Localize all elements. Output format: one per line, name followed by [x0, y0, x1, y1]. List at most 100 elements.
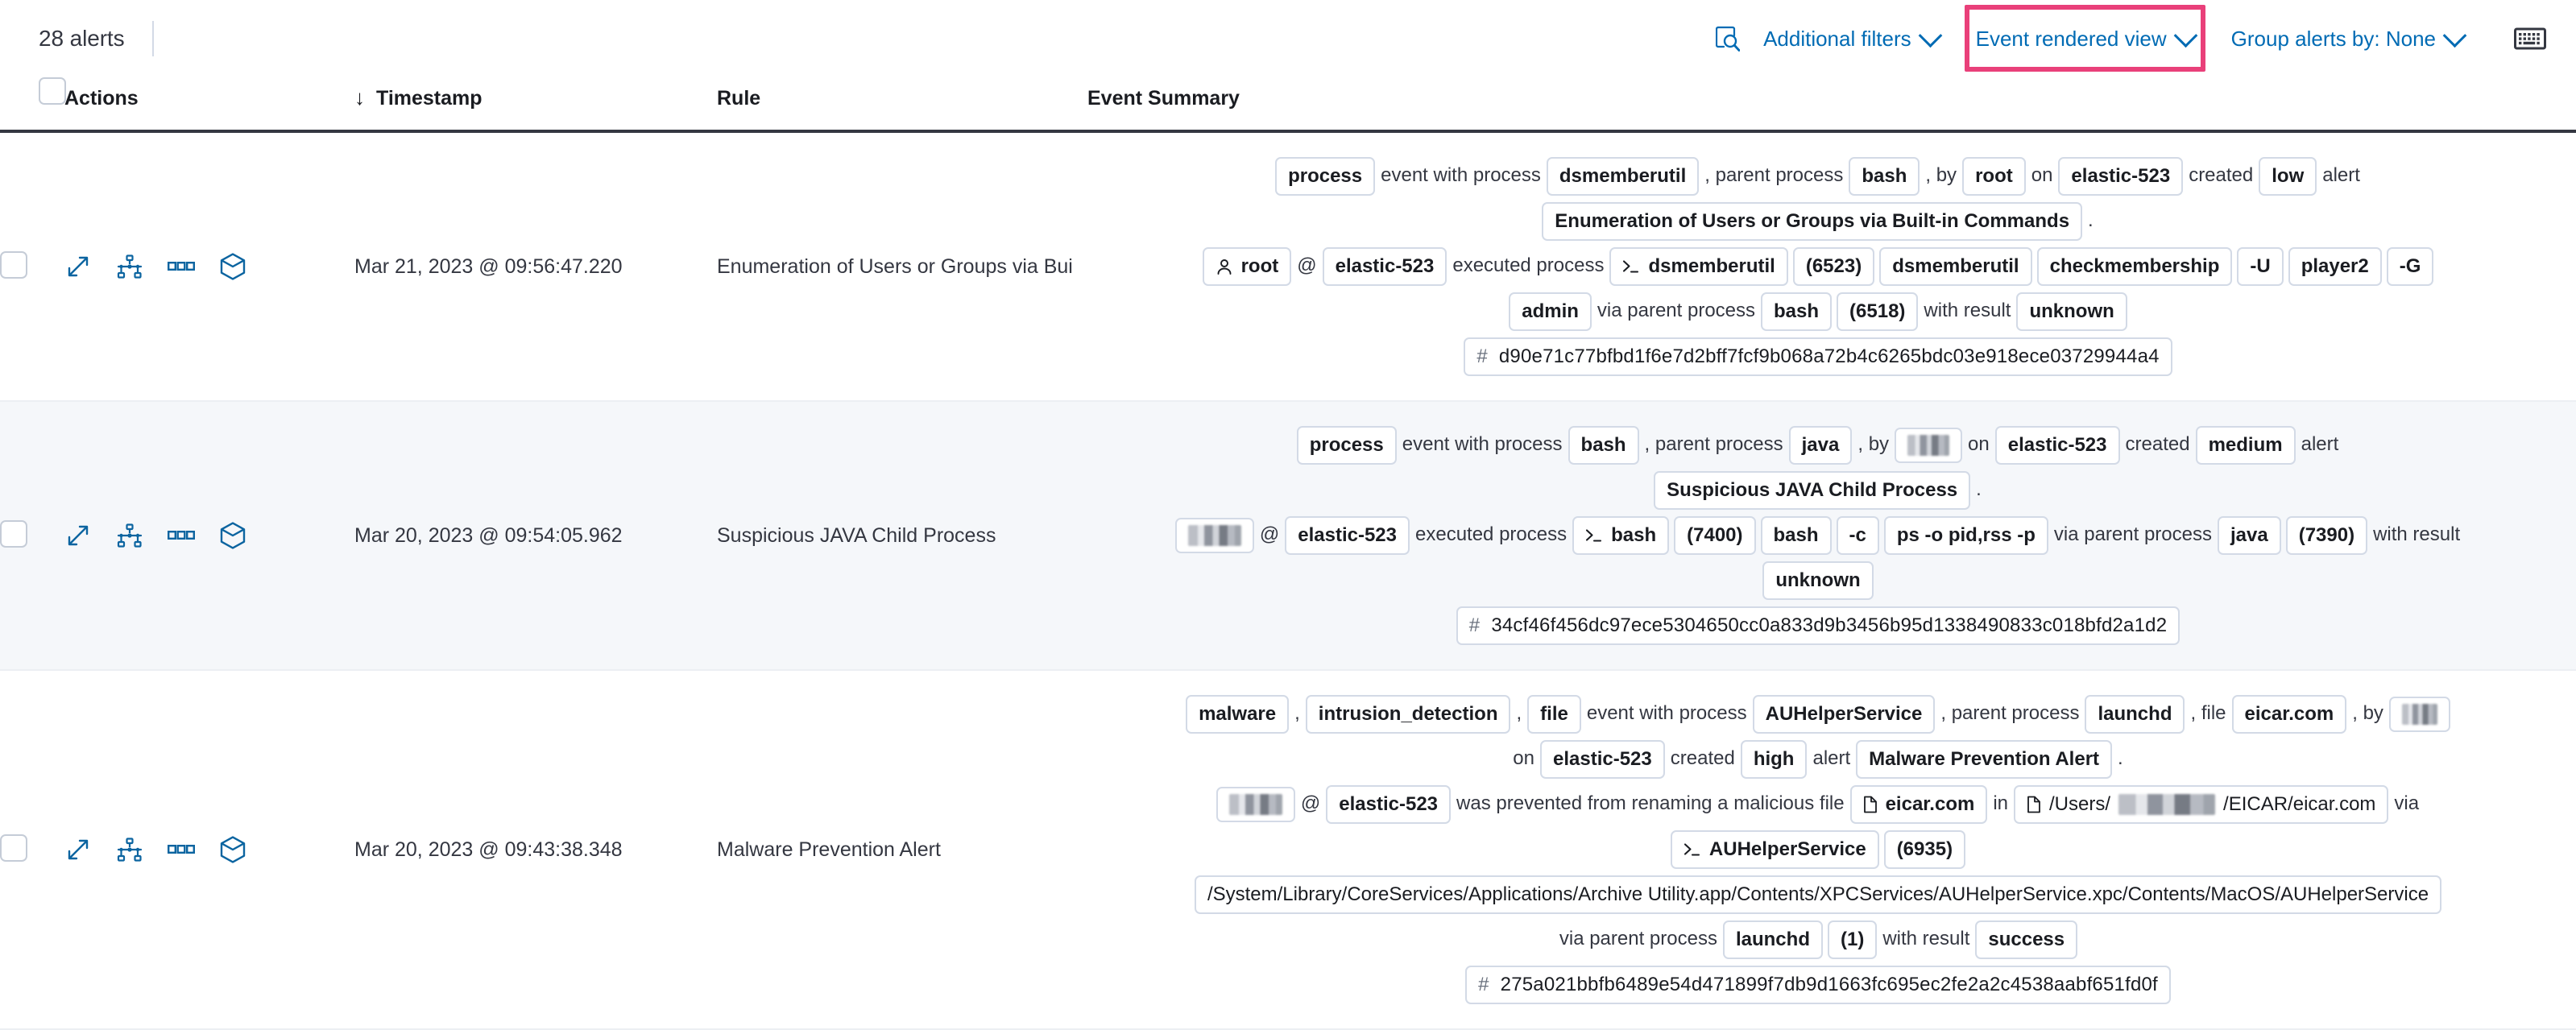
session-view-icon[interactable]	[219, 836, 246, 863]
event-summary-chip-redacted[interactable]	[1895, 428, 1963, 463]
event-summary-chip[interactable]: success	[1975, 920, 2078, 959]
analyzer-icon[interactable]	[116, 522, 143, 549]
event-summary-chip[interactable]: AUHelperService	[1752, 695, 1936, 734]
event-summary-chip[interactable]: process	[1275, 157, 1376, 196]
event-summary-text: , parent process	[1704, 164, 1844, 187]
event-summary-chip[interactable]: (7390)	[2285, 516, 2368, 555]
event-summary-chip[interactable]: dsmemberutil	[1879, 247, 2032, 286]
event-summary-chip[interactable]: Malware Prevention Alert	[1856, 740, 2113, 779]
event-summary-chip[interactable]: java	[2217, 516, 2281, 555]
event-summary-chip[interactable]: file	[1527, 695, 1581, 734]
analyzer-icon[interactable]	[116, 253, 143, 280]
chevron-down-icon	[2173, 23, 2197, 48]
event-summary-chip[interactable]: elastic-523	[1539, 740, 1665, 779]
rule-cell: Suspicious JAVA Child Process	[717, 401, 1087, 671]
event-summary-text: , by	[2352, 702, 2383, 725]
event-summary-chip[interactable]: -G	[2386, 247, 2434, 286]
expand-icon[interactable]	[64, 253, 92, 280]
event-summary-chip[interactable]: checkmembership	[2036, 247, 2233, 286]
session-view-icon[interactable]	[219, 522, 246, 549]
event-summary-chip[interactable]: bash	[1760, 516, 1832, 555]
event-summary-chip[interactable]: -c	[1836, 516, 1879, 555]
event-summary-chip[interactable]: elastic-523	[1994, 426, 2120, 465]
event-summary-chip[interactable]: unknown	[1762, 561, 1874, 600]
additional-filters-button[interactable]: Additional filters	[1763, 19, 1942, 60]
event-summary-text: on	[2031, 164, 2053, 187]
event-summary-chip[interactable]: elastic-523	[1322, 247, 1447, 286]
keyboard-icon[interactable]	[2512, 20, 2549, 57]
event-summary-chip[interactable]: AUHelperService	[1670, 830, 1879, 869]
event-summary-chip[interactable]: launchd	[2085, 695, 2185, 734]
expand-icon[interactable]	[64, 522, 92, 549]
rule-name[interactable]: Suspicious JAVA Child Process	[717, 523, 996, 547]
event-summary-chip[interactable]: (1)	[1827, 920, 1878, 959]
event-summary-chip[interactable]: java	[1788, 426, 1853, 465]
event-summary-chip[interactable]: bash	[1568, 426, 1639, 465]
event-summary-chip[interactable]: Enumeration of Users or Groups via Built…	[1542, 202, 2083, 241]
event-summary-chip-redacted[interactable]	[1216, 787, 1295, 822]
event-summary-hash-chip[interactable]: #d90e71c77bfbd1f6e7d2bff7fcf9b068a72b4c6…	[1464, 337, 2172, 376]
event-summary-chip[interactable]: bash	[1849, 157, 1920, 196]
event-summary-chip-redacted[interactable]	[1174, 518, 1254, 553]
row-select-checkbox[interactable]	[0, 834, 27, 862]
event-summary-chip[interactable]: (6523)	[1792, 247, 1875, 286]
event-summary-chip[interactable]: root	[1962, 157, 2026, 196]
select-all-checkbox[interactable]	[39, 77, 66, 105]
event-summary-chip[interactable]: eicar.com	[1849, 785, 1988, 824]
event-summary-chip[interactable]: dsmemberutil	[1609, 247, 1788, 286]
event-summary-hash-chip[interactable]: #275a021bbfb6489e54d471899f7db9d1663fc69…	[1465, 966, 2171, 1004]
more-actions-icon[interactable]	[168, 253, 195, 280]
event-rendered-view-button[interactable]: Event rendered view	[1976, 19, 2197, 60]
row-select-checkbox[interactable]	[0, 250, 27, 279]
event-summary-chip[interactable]: Suspicious JAVA Child Process	[1654, 471, 1971, 510]
event-summary-chip[interactable]: launchd	[1722, 920, 1823, 959]
event-summary-chip[interactable]: (6935)	[1883, 830, 1966, 869]
event-summary-chip[interactable]: process	[1296, 426, 1397, 465]
inspect-search-icon[interactable]	[1710, 21, 1746, 56]
event-summary-path-chip[interactable]: /Users//EICAR/eicar.com	[2014, 785, 2389, 824]
rule-name[interactable]: Enumeration of Users or Groups via Bui	[717, 254, 1073, 278]
expand-icon[interactable]	[64, 836, 92, 863]
event-summary-chip[interactable]: ps -o pid,rss -p	[1883, 516, 2048, 555]
event-summary-chip[interactable]: intrusion_detection	[1305, 695, 1511, 734]
event-summary-chip[interactable]: medium	[2195, 426, 2296, 465]
rule-name[interactable]: Malware Prevention Alert	[717, 838, 941, 861]
event-summary-chip[interactable]: malware	[1186, 695, 1290, 734]
group-alerts-by-button[interactable]: Group alerts by: None	[2231, 19, 2467, 60]
event-summary-chip[interactable]: root	[1202, 247, 1292, 286]
event-summary-chip[interactable]: unknown	[2016, 292, 2127, 331]
event-summary-chip[interactable]: player2	[2288, 247, 2382, 286]
event-summary-chip[interactable]: bash	[1761, 292, 1833, 331]
session-view-icon[interactable]	[219, 253, 246, 280]
row-select-checkbox[interactable]	[0, 519, 27, 548]
event-summary-chip[interactable]: /System/Library/CoreServices/Application…	[1194, 875, 2442, 914]
more-actions-icon[interactable]	[168, 836, 195, 863]
event-summary-chip[interactable]: eicar.com	[2231, 695, 2347, 734]
event-summary-chip[interactable]: elastic-523	[1285, 516, 1410, 555]
event-summary-chip[interactable]: -U	[2237, 247, 2284, 286]
select-all-header	[0, 77, 66, 130]
event-summary-chip[interactable]: admin	[1509, 292, 1592, 331]
event-summary-chip-redacted[interactable]	[2388, 697, 2450, 732]
analyzer-icon[interactable]	[116, 836, 143, 863]
event-summary-chip[interactable]: (6518)	[1837, 292, 1919, 331]
event-summary-chip[interactable]: low	[2259, 157, 2317, 196]
event-summary-chip[interactable]: dsmemberutil	[1546, 157, 1700, 196]
event-summary-text: @	[1300, 792, 1321, 815]
timestamp-header[interactable]: ↓Timestamp	[354, 77, 717, 130]
more-actions-icon[interactable]	[168, 522, 195, 549]
actions-header: Actions	[64, 87, 139, 110]
console-icon	[1622, 259, 1640, 275]
event-summary-chip[interactable]: (7400)	[1674, 516, 1756, 555]
event-summary-text: on	[1513, 747, 1534, 770]
event-summary-hash-chip[interactable]: #34cf46f456dc97ece5304650cc0a833d9b3456b…	[1456, 606, 2180, 645]
event-summary-chip[interactable]: bash	[1572, 516, 1670, 555]
event-summary-chip[interactable]: elastic-523	[1326, 785, 1452, 824]
event-summary-chip[interactable]: elastic-523	[2058, 157, 2184, 196]
event-summary-chip[interactable]: high	[1740, 740, 1808, 779]
